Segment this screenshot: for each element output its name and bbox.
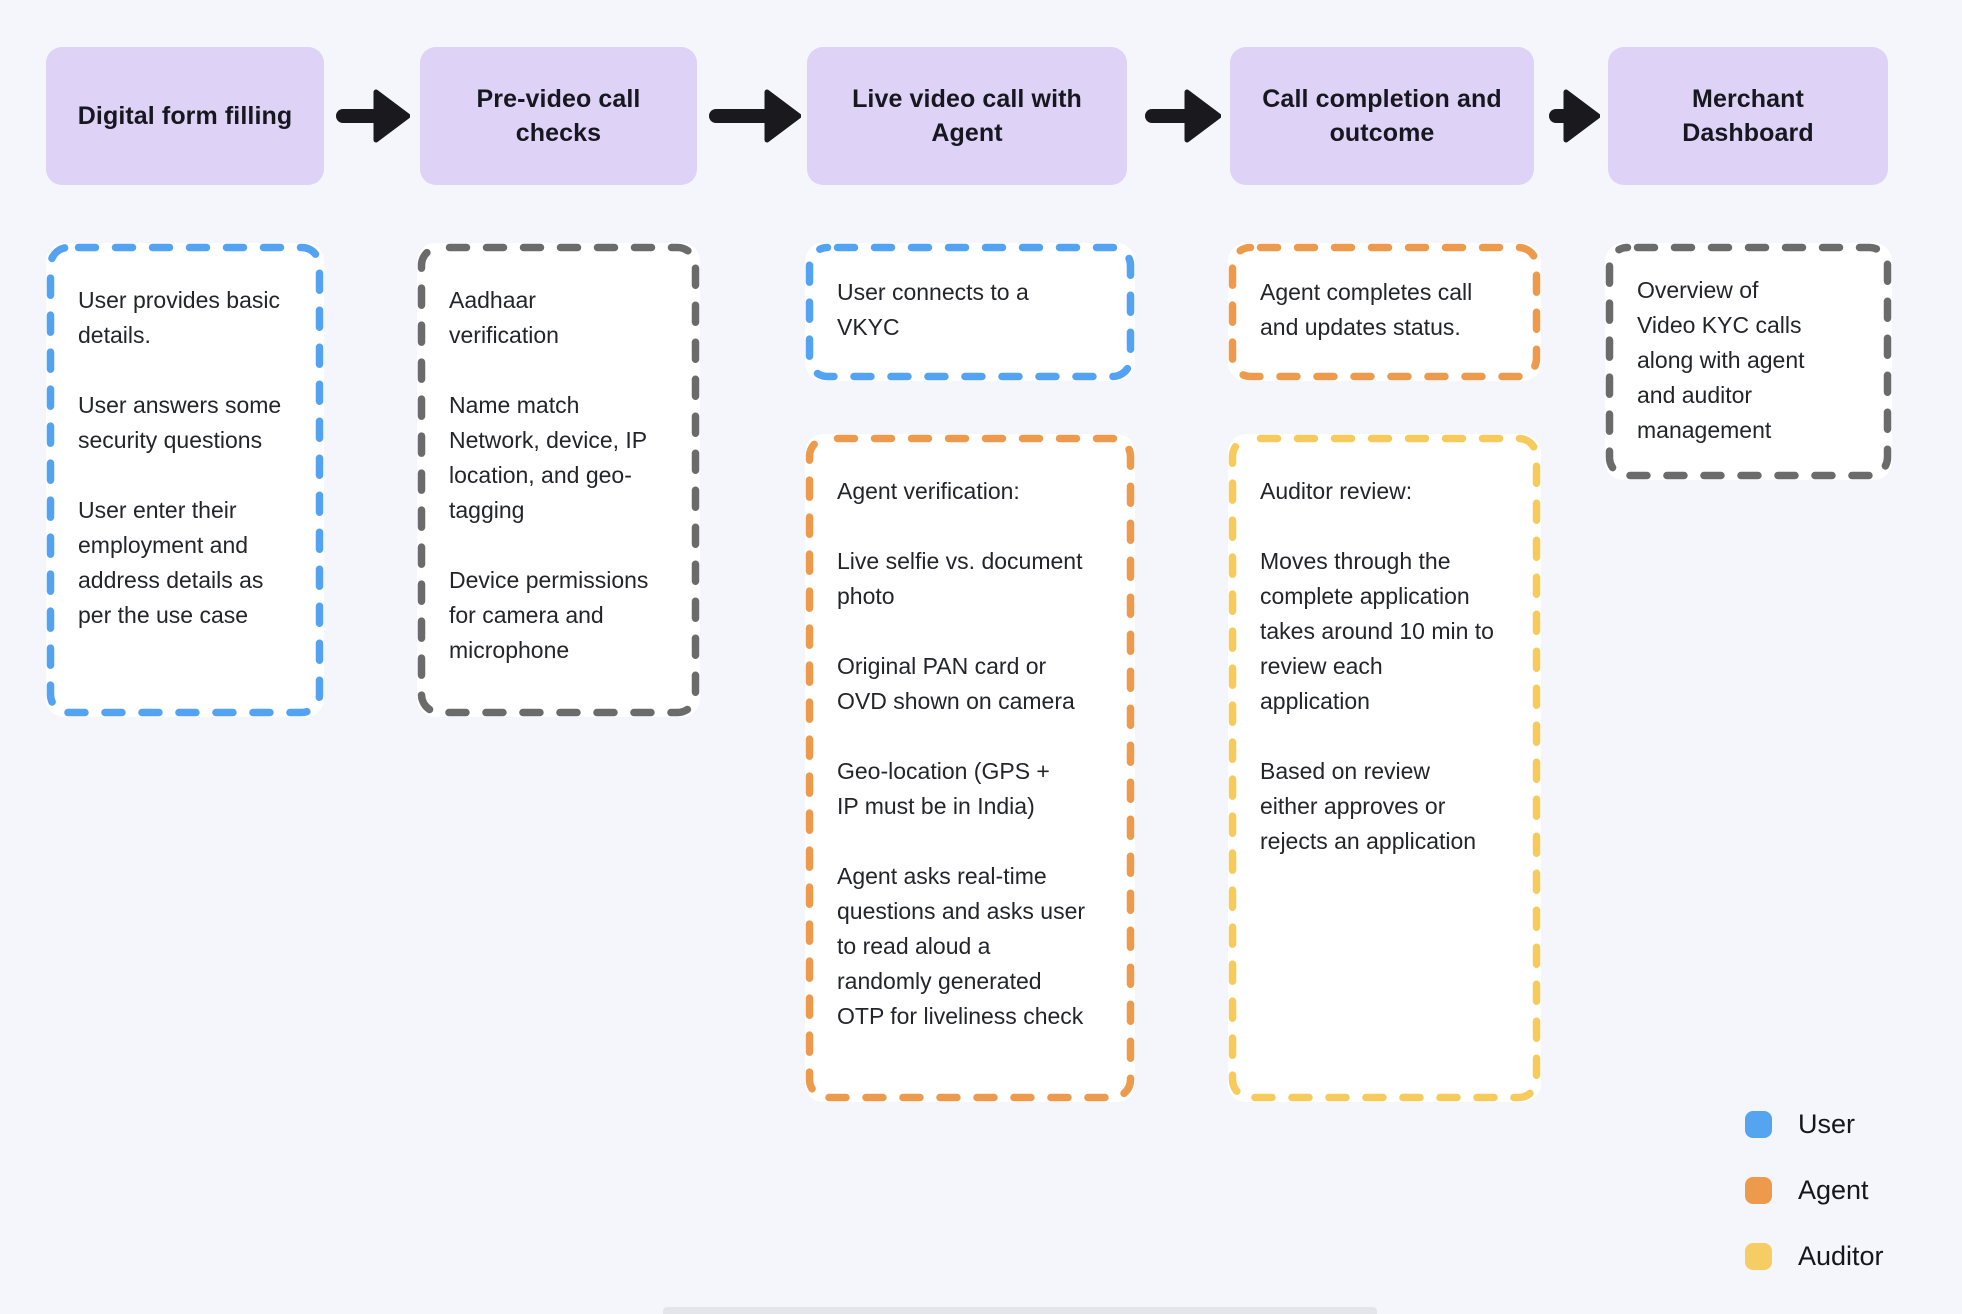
- card-paragraph: Original PAN card or OVD shown on camera: [837, 653, 1075, 714]
- legend-label: User: [1798, 1109, 1856, 1139]
- legend-label: Auditor: [1798, 1241, 1884, 1271]
- card-paragraph: Overview of Video KYC calls along with a…: [1637, 277, 1805, 443]
- legend-row-auditor: Auditor: [1745, 1241, 1884, 1272]
- card-paragraph: Live selfie vs. document photo: [837, 548, 1083, 609]
- card-user-connects: User connects to a VKYC: [805, 243, 1135, 381]
- legend: User Agent Auditor: [1745, 1109, 1884, 1272]
- legend-label: Agent: [1798, 1175, 1869, 1205]
- card-agent-verification: Agent verification: Live selfie vs. docu…: [805, 434, 1135, 1102]
- stage-label: Merchant Dashboard: [1682, 85, 1814, 147]
- card-paragraph: User enter their employment and address …: [78, 497, 264, 628]
- card-paragraph: Agent verification:: [837, 478, 1020, 504]
- card-paragraph: Agent asks real-time questions and asks …: [837, 863, 1086, 1029]
- card-paragraph: Aadhaar verification: [449, 287, 559, 348]
- stage-label: Digital form filling: [77, 102, 293, 130]
- agent-color-swatch-icon: [1745, 1177, 1772, 1204]
- card-paragraph: Geo-location (GPS + IP must be in India): [837, 758, 1050, 819]
- flow-arrow-icon: [709, 89, 801, 143]
- card-paragraph: User answers some security questions: [78, 392, 282, 453]
- flow-arrow-icon: [1549, 89, 1600, 143]
- card-user-form-steps: User provides basic details. User answer…: [46, 243, 324, 717]
- card-paragraph: Based on review either approves or rejec…: [1260, 758, 1477, 854]
- card-paragraph: Agent completes call and updates status.: [1260, 279, 1473, 340]
- card-paragraph: Auditor review:: [1260, 478, 1413, 504]
- card-paragraph: Name match Network, device, IP location,…: [449, 392, 648, 523]
- stage-label: Live video call with Agent: [852, 85, 1082, 147]
- stage-label: Call completion and outcome: [1262, 85, 1502, 147]
- card-paragraph: User provides basic details.: [78, 287, 280, 348]
- card-pre-call-checks: Aadhaar verification Name match Network,…: [417, 243, 700, 717]
- legend-row-agent: Agent: [1745, 1175, 1884, 1206]
- stage-pre-video-call-checks: Pre-video call checks: [420, 47, 697, 185]
- card-paragraph: Moves through the complete application t…: [1260, 548, 1494, 714]
- stage-merchant-dashboard: Merchant Dashboard: [1608, 47, 1888, 185]
- flow-arrow-icon: [1145, 89, 1221, 143]
- window-bottom-edge: [663, 1307, 1377, 1314]
- card-dashboard-overview: Overview of Video KYC calls along with a…: [1605, 243, 1892, 480]
- stage-call-completion: Call completion and outcome: [1230, 47, 1534, 185]
- card-paragraph: Device permissions for camera and microp…: [449, 567, 649, 663]
- auditor-color-swatch-icon: [1745, 1243, 1772, 1270]
- flow-arrow-icon: [336, 89, 410, 143]
- card-auditor-review: Auditor review: Moves through the comple…: [1228, 434, 1541, 1102]
- legend-row-user: User: [1745, 1109, 1884, 1140]
- card-agent-completes: Agent completes call and updates status.: [1228, 243, 1541, 381]
- user-color-swatch-icon: [1745, 1111, 1772, 1138]
- stage-digital-form-filling: Digital form filling: [46, 47, 324, 185]
- card-paragraph: User connects to a VKYC: [837, 279, 1029, 340]
- stage-live-video-call: Live video call with Agent: [807, 47, 1127, 185]
- stage-label: Pre-video call checks: [476, 85, 641, 147]
